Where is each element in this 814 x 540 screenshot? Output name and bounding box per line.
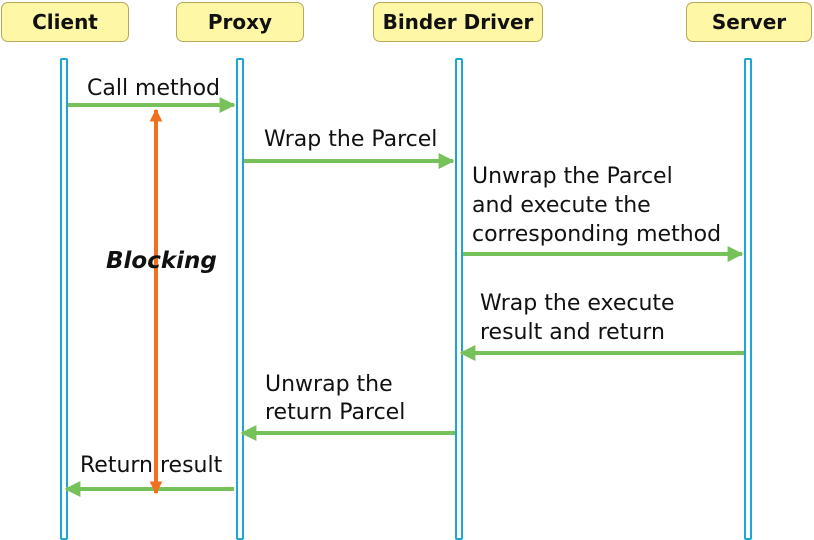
unwrap-execute-label-line-2: and execute the	[472, 193, 651, 218]
participant-server: Server	[686, 2, 812, 42]
wrap-parcel-label: Wrap the Parcel	[264, 127, 438, 152]
participant-binder-driver: Binder Driver	[373, 2, 543, 42]
unwrap-execute-label-line-3: corresponding method	[472, 222, 722, 247]
blocking-label: Blocking	[106, 248, 217, 274]
unwrap-return-label-line-1: Unwrap the	[265, 372, 393, 397]
participant-proxy: Proxy	[176, 2, 304, 42]
wrap-result-label-line-1: Wrap the execute	[480, 291, 675, 316]
call-method-label: Call method	[87, 76, 221, 101]
wrap-result-label-line-2: result and return	[480, 320, 665, 345]
return-result-label: Return result	[80, 453, 223, 478]
participant-client: Client	[1, 2, 129, 42]
unwrap-execute-label-line-1: Unwrap the Parcel	[472, 164, 673, 189]
unwrap-return-label-line-2: return Parcel	[265, 400, 406, 425]
